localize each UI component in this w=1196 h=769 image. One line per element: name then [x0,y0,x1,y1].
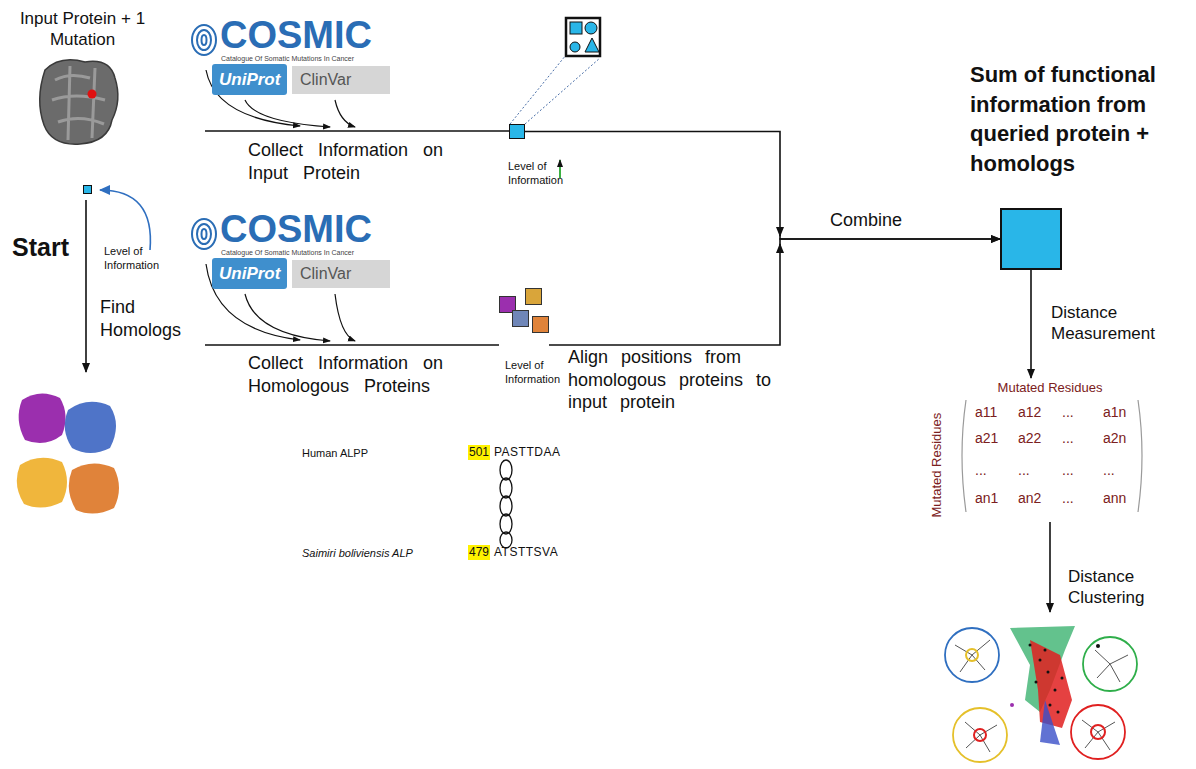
cosmic-icon [192,25,216,249]
matrix-cell: an2 [1018,490,1041,508]
node-text: Level of Information [505,358,575,387]
matrix-cell: ... [1018,462,1030,480]
distance-matrix: Mutated ResiduesMutated Residues [955,378,1145,515]
sequence-text: ATSTTSVA [494,545,558,560]
flow-arrow [1030,270,1032,378]
matrix-brackets [962,400,1142,512]
clustering-arrow [1049,522,1051,612]
caption-text: Input Protein + 1 Mutation [10,8,155,51]
info-square [512,310,529,327]
flow-lines [86,131,509,372]
protein-structure [40,60,118,144]
sequence-name: Saimiri boliviensis ALP [302,547,413,561]
info-square: Level of Information [83,185,92,194]
info-square [532,316,549,333]
node-text: Mutated Residues [955,380,1145,396]
step-text: Collect Information on Homologous Protei… [248,352,476,397]
matrix-cell: ... [1103,462,1115,480]
matrix-cell: ... [975,462,987,480]
node-text: Mutated Residues [929,410,945,520]
alignment-chain [500,460,512,548]
matrix-cell: a22 [1018,430,1041,448]
matrix-cell: ... [1062,462,1074,480]
matrix-cell: ann [1103,490,1126,508]
homolog-structures [17,393,119,513]
logo-text: COSMIC [220,210,372,248]
sequence-text: PASTTDAA [494,445,560,460]
logo-tagline: Catalogue Of Somatic Mutations In Cancer [221,55,354,64]
collect-arrows [206,70,355,341]
node-text: Level of Information [508,159,578,188]
matrix-cell: a21 [975,430,998,448]
info-square: Level of Information [509,124,525,139]
node-text: Sum of functional information from queri… [970,60,1196,179]
step-text: Distance Clustering [1068,566,1178,609]
matrix-cell: an1 [975,490,998,508]
sequence-position: 479 [468,545,490,560]
start-text: Start [12,232,69,263]
sequence-name: Human ALPP [302,447,368,461]
matrix-cell: a2n [1103,430,1126,448]
logo-text: ClinVar [292,260,390,288]
logo-text: UniProt [212,258,287,289]
clustering-plot [945,626,1137,762]
information-icon [510,18,600,178]
merge-lines [779,232,781,248]
step-text: Align positions from homologous proteins… [568,346,773,414]
logo-text: ClinVar [292,66,390,94]
sequence-position: 501 [468,445,490,460]
matrix-cell: ... [1062,430,1074,448]
flow-arrow [525,132,1000,240]
matrix-cell: ... [1062,490,1074,508]
matrix-cell: a12 [1018,404,1041,422]
logo-text: UniProt [212,64,287,95]
step-text: Collect Information on Input Protein [248,139,476,184]
flow-arrow [549,239,1000,345]
info-square [525,288,542,305]
matrix-cell: a1n [1103,404,1126,422]
logo-text: COSMIC [220,16,372,54]
info-square-group: Level of Information [499,288,549,345]
step-text: Find Homologs [100,296,195,341]
edge-label: Distance Measurement [1051,302,1161,345]
start-arrow [100,190,150,250]
edge-label: Combine [828,209,904,232]
matrix-cell: a11 [975,404,997,422]
node-text: Level of Information [104,244,184,273]
logo-tagline: Catalogue Of Somatic Mutations In Cancer [221,249,354,258]
summary-square: Sum of functional information from queri… [1000,208,1062,270]
matrix-cell: ... [1062,404,1074,422]
